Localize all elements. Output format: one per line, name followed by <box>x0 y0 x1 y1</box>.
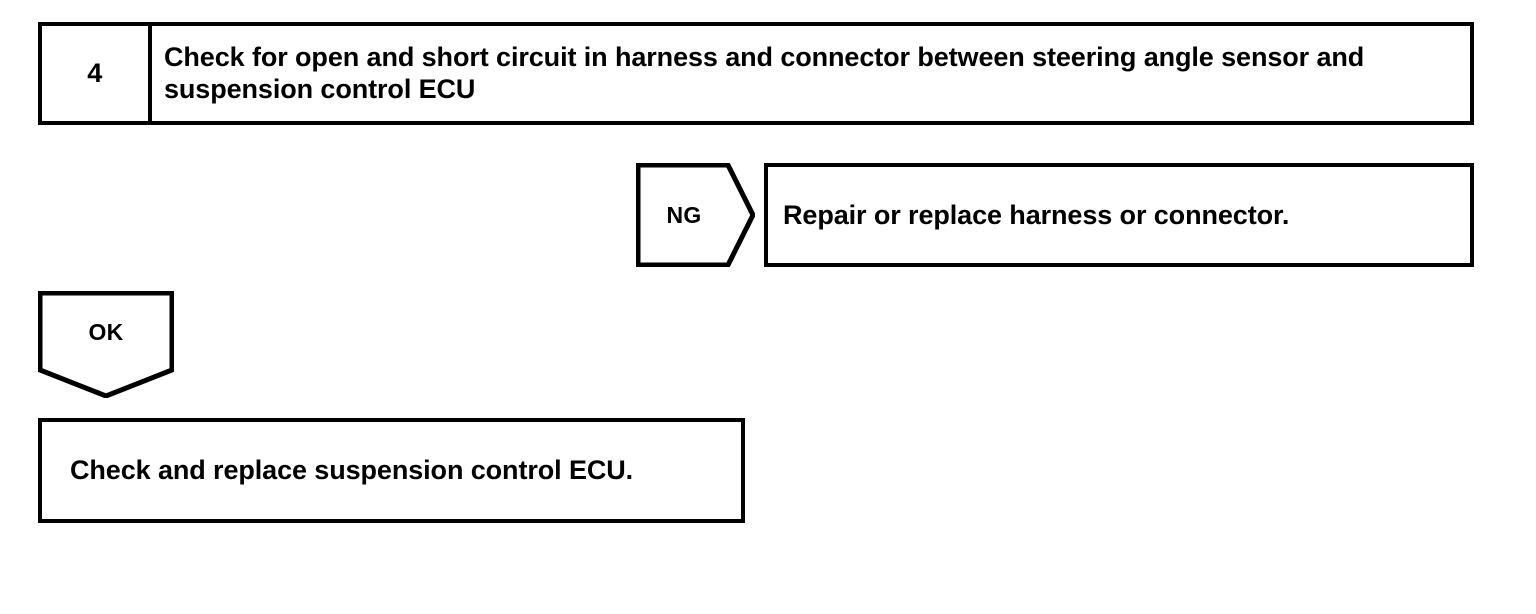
ok-action-text: Check and replace suspension control ECU… <box>70 455 634 486</box>
ok-tag-label: OK <box>88 318 124 345</box>
step-number: 4 <box>87 58 103 88</box>
ng-tag-label: NG <box>666 201 702 228</box>
ok-branch-tag: OK <box>38 291 174 398</box>
step-number-cell: 4 <box>42 26 152 121</box>
ng-branch-tag: NG <box>636 163 755 267</box>
ok-action-box: Check and replace suspension control ECU… <box>38 418 745 523</box>
step-row: 4 Check for open and short circuit in ha… <box>38 22 1474 125</box>
step-instruction-text: Check for open and short circuit in harn… <box>164 41 1365 104</box>
ok-pentagon-icon <box>38 291 174 398</box>
ng-action-box: Repair or replace harness or connector. <box>764 163 1474 267</box>
step-instruction-cell: Check for open and short circuit in harn… <box>152 26 1470 121</box>
ng-pentagon-icon <box>636 163 755 267</box>
ng-action-text: Repair or replace harness or connector. <box>783 199 1290 230</box>
